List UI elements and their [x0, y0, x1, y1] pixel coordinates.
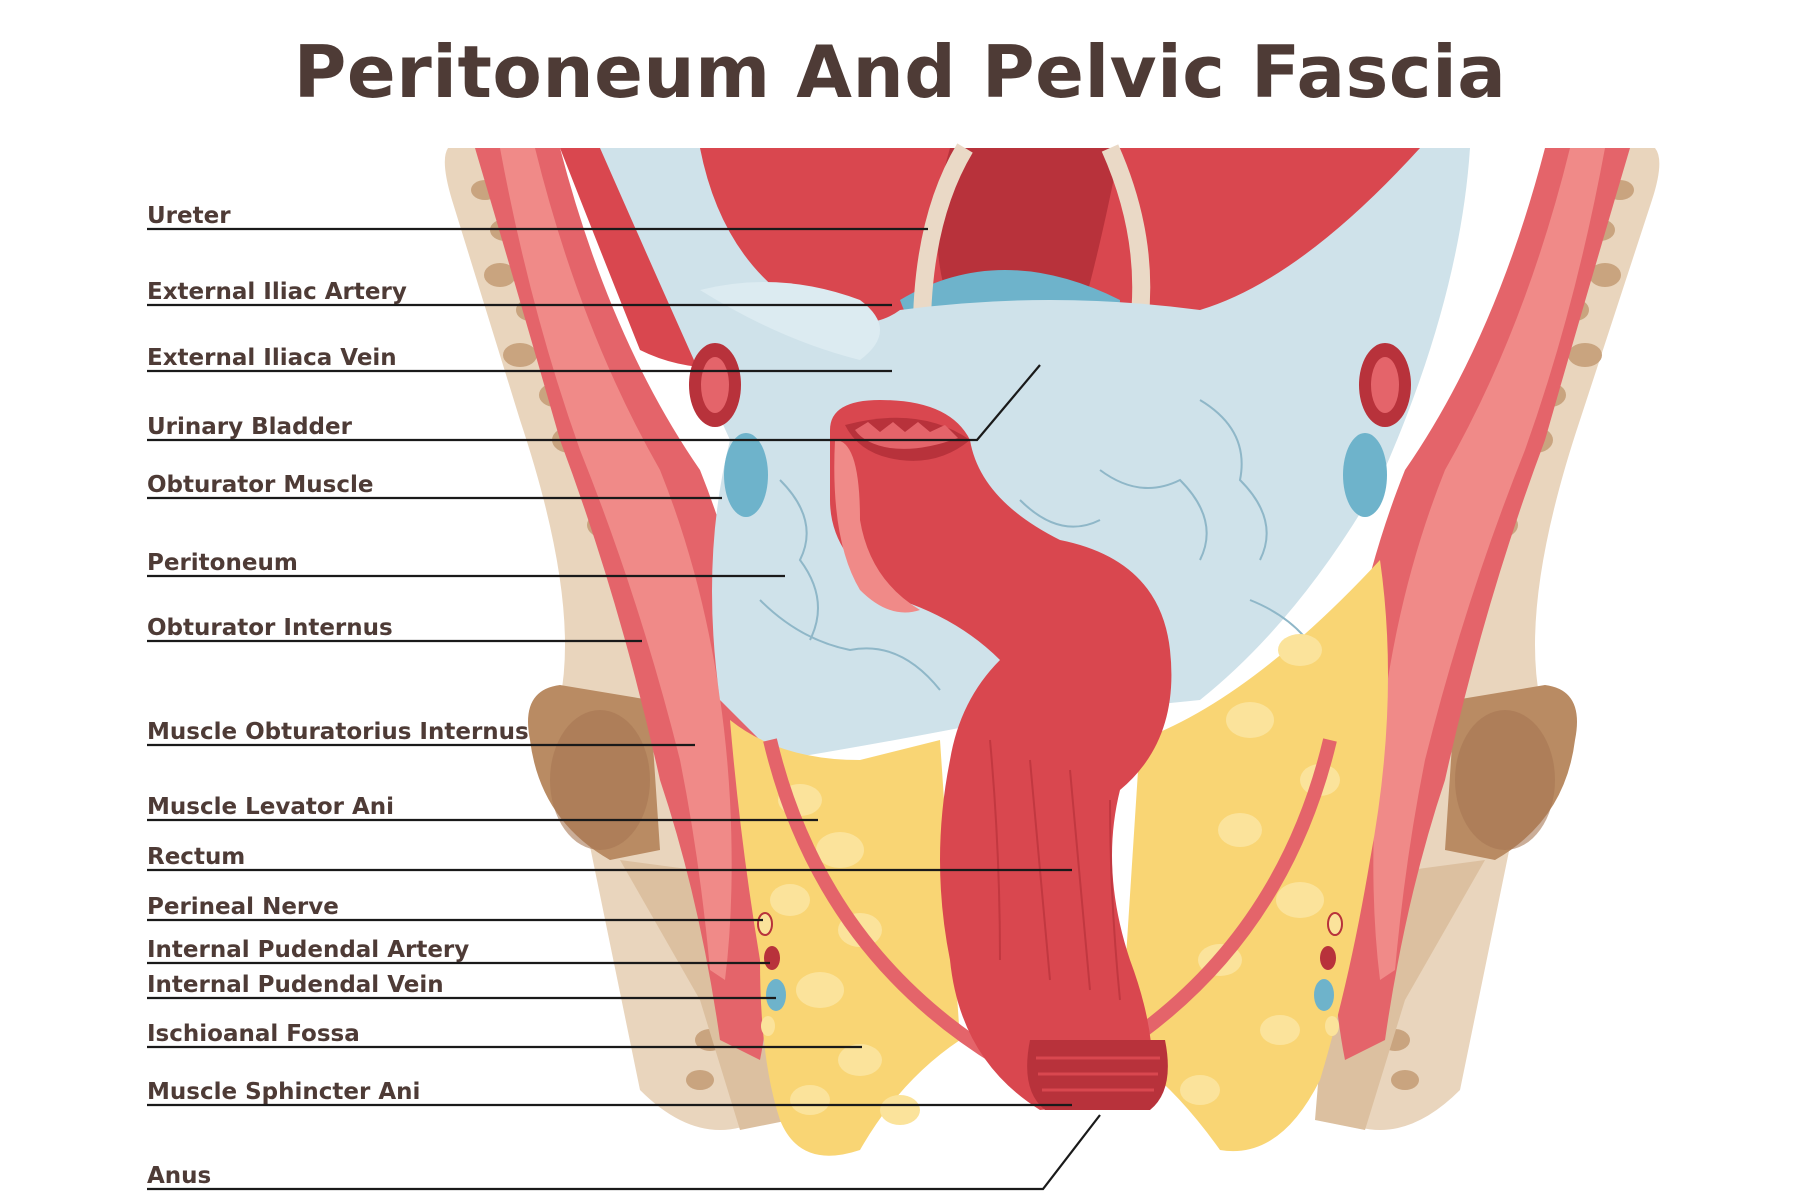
- right-hip-joint-shadow: [1455, 710, 1555, 850]
- left-internal-pudendal-vein: [766, 979, 786, 1011]
- left-obturator-muscle-light: [500, 148, 732, 980]
- sphincter-rings: [1036, 1056, 1160, 1092]
- label-rectum: Rectum: [147, 844, 245, 870]
- rectum-highlight: [834, 440, 920, 613]
- pelvis-illustration: [444, 143, 1660, 1156]
- left-pudendal-fat: [761, 1016, 775, 1036]
- diagram-title: Peritoneum And Pelvic Fascia: [293, 30, 1507, 114]
- right-pudendal-fat: [1325, 1016, 1339, 1036]
- left-external-iliac-vessel-lumen: [701, 357, 729, 413]
- left-perineal-nerve: [757, 912, 773, 936]
- label-external-iliac-artery: External Iliac Artery: [147, 279, 407, 305]
- label-obturator-muscle: Obturator Muscle: [147, 472, 373, 498]
- left-internal-pudendal-artery: [764, 946, 780, 970]
- label-muscle-obturatorius-internus: Muscle Obturatorius Internus: [147, 719, 529, 745]
- left-vein: [724, 433, 768, 517]
- label-internal-pudendal-vein: Internal Pudendal Vein: [147, 972, 444, 998]
- peritoneum-fold-top: [700, 282, 880, 360]
- right-internal-pudendal-artery: [1320, 946, 1336, 970]
- label-ureter: Ureter: [147, 203, 231, 229]
- label-external-iliaca-vein: External Iliaca Vein: [147, 345, 397, 371]
- label-peritoneum: Peritoneum: [147, 550, 298, 576]
- label-perineal-nerve: Perineal Nerve: [147, 894, 339, 920]
- label-anus: Anus: [147, 1163, 211, 1189]
- label-group: Ureter External Iliac Artery External Il…: [147, 203, 1101, 1191]
- right-external-iliac-vessel-lumen: [1371, 357, 1399, 413]
- rectum-opening-rim: [855, 422, 958, 449]
- label-obturator-internus: Obturator Internus: [147, 615, 393, 641]
- label-urinary-bladder: Urinary Bladder: [147, 414, 353, 440]
- left-levator-ani: [763, 738, 1004, 1066]
- right-internal-pudendal-vein: [1314, 979, 1334, 1011]
- label-internal-pudendal-artery: Internal Pudendal Artery: [147, 937, 469, 963]
- right-obturator-muscle-light: [1373, 148, 1605, 980]
- label-muscle-sphincter-ani: Muscle Sphincter Ani: [147, 1079, 420, 1105]
- rectum: [830, 400, 1172, 1110]
- label-ischioanal-fossa: Ischioanal Fossa: [147, 1021, 360, 1047]
- right-vein: [1343, 433, 1387, 517]
- label-muscle-levator-ani: Muscle Levator Ani: [147, 794, 394, 820]
- left-hip-joint-shadow: [550, 710, 650, 850]
- leader-anus: [147, 1114, 1101, 1191]
- right-perineal-nerve: [1327, 912, 1343, 936]
- leader-urinary-bladder: [147, 364, 1041, 442]
